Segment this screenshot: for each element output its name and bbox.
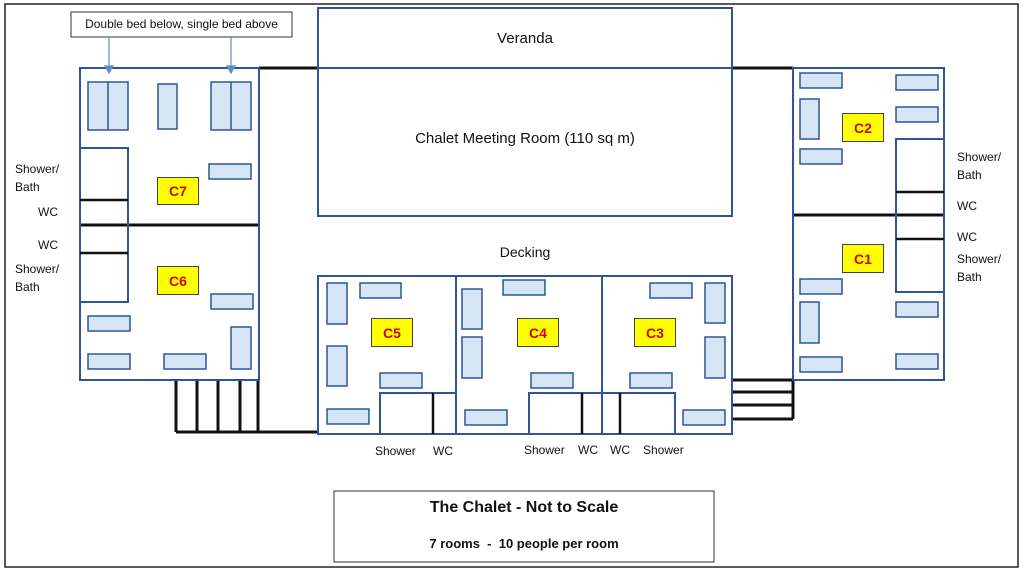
right-bathroom	[895, 138, 945, 293]
bed	[464, 409, 508, 426]
left-wc-bottom-label: WC	[38, 238, 58, 252]
bed	[799, 278, 843, 295]
bathroom-dividers	[80, 190, 944, 434]
c4-shower-label: Shower	[524, 443, 565, 457]
bed	[895, 74, 939, 91]
bed	[326, 345, 348, 387]
room-label-c1: C1	[842, 244, 884, 273]
callout-arrows	[103, 37, 237, 75]
callout-label: Double bed below, single bed above	[85, 17, 278, 31]
right-wc-bottom-label: WC	[957, 230, 977, 244]
bed	[704, 336, 726, 379]
right-wc-top-label: WC	[957, 199, 977, 213]
left-wc-top-label: WC	[38, 205, 58, 219]
room-label-c6: C6	[157, 266, 199, 295]
bed	[682, 409, 726, 426]
bed	[799, 148, 843, 165]
c3-bathroom	[601, 392, 676, 435]
title-box	[333, 490, 715, 563]
c5-shower-label: Shower	[375, 444, 416, 458]
bed	[799, 301, 820, 344]
frame-border	[4, 3, 1019, 568]
bed	[461, 336, 483, 379]
bed	[704, 282, 726, 324]
room-label-c2: C2	[842, 113, 884, 142]
bed	[87, 353, 131, 370]
corridor-walls	[80, 66, 944, 434]
bed	[629, 372, 673, 389]
bed	[799, 98, 820, 140]
bed	[799, 72, 843, 89]
c3-wc-label: WC	[610, 443, 630, 457]
bed	[895, 301, 939, 318]
bed	[379, 372, 423, 389]
left-shower-top-label: Shower/ Bath	[15, 162, 60, 194]
bed	[895, 353, 939, 370]
room-label-c5: C5	[371, 318, 413, 347]
left-bathroom	[79, 147, 129, 303]
bed	[799, 356, 843, 373]
decking-label: Decking	[499, 244, 551, 260]
room-label-c3: C3	[634, 318, 676, 347]
room-label-c4: C4	[517, 318, 559, 347]
c4-bathroom	[528, 392, 603, 435]
callout-box	[70, 11, 293, 38]
plan-subtitle: 7 rooms - 10 people per room	[429, 536, 619, 551]
bed	[163, 353, 207, 370]
meeting-room-wall	[317, 67, 733, 217]
meeting-room-label: Chalet Meeting Room (110 sq m)	[415, 130, 635, 147]
bed	[461, 288, 483, 330]
bed	[230, 326, 252, 370]
right-shower-top-label: Shower/ Bath	[957, 150, 1002, 182]
bed	[208, 163, 252, 180]
veranda-label: Veranda	[497, 30, 553, 47]
bed	[649, 282, 693, 299]
bed	[502, 279, 546, 296]
bed	[530, 372, 574, 389]
c5-bathroom	[379, 392, 457, 435]
bed	[359, 282, 402, 299]
plan-title: The Chalet - Not to Scale	[429, 499, 619, 516]
bed	[157, 83, 178, 130]
bottom-block-wall	[317, 275, 733, 435]
bed	[326, 408, 370, 425]
c4-wc-label: WC	[578, 443, 598, 457]
bed	[87, 315, 131, 332]
c5-wc-label: WC	[433, 444, 453, 458]
c3-shower-label: Shower	[643, 443, 684, 457]
room-label-c7: C7	[157, 177, 199, 205]
bed	[326, 282, 348, 325]
bed	[210, 293, 254, 310]
left-shower-bottom-label: Shower/ Bath	[15, 262, 60, 294]
beds	[87, 72, 939, 426]
bed	[895, 106, 939, 123]
building-walls	[79, 7, 945, 435]
right-shower-bottom-label: Shower/ Bath	[957, 252, 1002, 284]
